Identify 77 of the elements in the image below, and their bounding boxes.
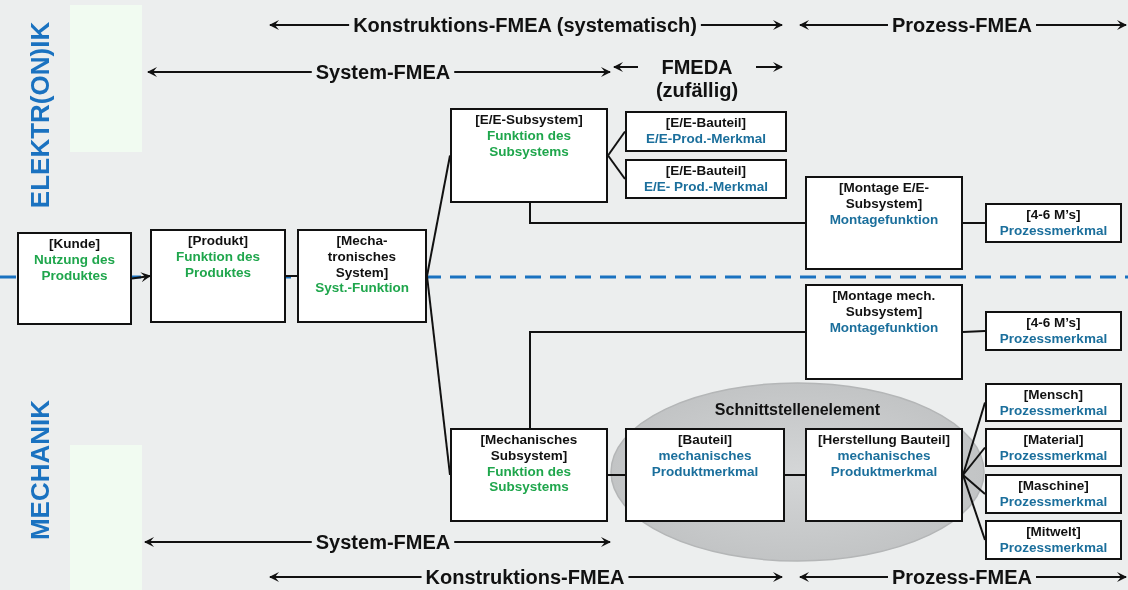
node-function: Prozessmerkmal <box>998 493 1109 510</box>
node-function: Prozessmerkmal <box>998 330 1109 347</box>
node-heading: [Kunde] <box>48 236 101 252</box>
node-heading: [Montage mech. Subsystem] <box>831 288 937 320</box>
scope-label: Prozess-FMEA <box>892 565 1032 589</box>
connector-line <box>962 474 986 541</box>
node-heading: [Mitwelt] <box>1025 524 1082 540</box>
section-label: ELEKTR(ON)IK <box>24 21 56 209</box>
scope-label: System-FMEA <box>315 530 451 554</box>
process-box <box>985 203 1122 243</box>
scope-label: Konstruktions-FMEA <box>425 565 625 589</box>
node-function: Prozessmerkmal <box>998 222 1109 239</box>
node-heading: [Mecha- tronisches System] <box>326 233 398 281</box>
node-heading: [Material] <box>1022 432 1085 448</box>
process-box <box>150 229 286 323</box>
connector-line <box>426 275 451 476</box>
node-heading: [Montage E/E-Subsystem] <box>838 180 930 212</box>
scope-label: FMEDA (zufällig) <box>654 56 740 102</box>
node-function: Prozessmerkmal <box>998 447 1109 464</box>
node-function: Montagefunktion <box>828 211 940 228</box>
node-function: mechanisches Produktmerkmal <box>650 447 760 480</box>
process-box <box>625 428 785 522</box>
process-box <box>985 520 1122 560</box>
node-function: Prozessmerkmal <box>998 402 1109 419</box>
process-box <box>805 428 963 522</box>
process-box <box>985 428 1122 467</box>
process-box <box>985 311 1122 351</box>
node-heading: [4-6 M’s] <box>1025 315 1082 331</box>
process-box <box>297 229 427 323</box>
process-box <box>625 111 787 152</box>
process-box <box>805 284 963 380</box>
node-function: Funktion des Subsystems <box>486 463 572 496</box>
connector-line <box>962 330 986 333</box>
node-function: Funktion des Produktes <box>175 248 261 281</box>
node-heading: [Produkt] <box>187 233 249 249</box>
process-box <box>805 176 963 270</box>
process-box <box>985 474 1122 514</box>
connector-line <box>962 401 986 476</box>
scope-label: System-FMEA <box>315 60 451 84</box>
process-box <box>450 108 608 203</box>
scope-label: Konstruktions-FMEA (systematisch) <box>353 13 697 37</box>
process-box <box>985 383 1122 422</box>
connector-line <box>529 202 806 224</box>
process-box <box>450 428 608 522</box>
node-heading: [Mensch] <box>1022 387 1085 403</box>
connector-line <box>529 331 806 429</box>
connector-line <box>426 154 451 277</box>
connector-line <box>962 446 986 476</box>
node-heading: [Mechanisches Subsystem] <box>479 432 579 464</box>
node-function: Syst.-Funktion <box>314 280 410 297</box>
node-function: Prozessmerkmal <box>998 539 1109 556</box>
node-function: mechanisches Produktmerkmal <box>829 447 939 480</box>
connector-line <box>131 272 151 283</box>
node-function: Nutzung des Produktes <box>33 251 116 284</box>
node-function: Funktion des Subsystems <box>486 127 572 160</box>
node-function: E/E- Prod.-Merkmal <box>643 178 769 195</box>
node-function: Montagefunktion <box>828 319 940 336</box>
node-heading: [Bauteil] <box>677 432 733 448</box>
node-heading: [E/E-Bauteil] <box>664 115 748 131</box>
node-heading: [E/E-Bauteil] <box>664 163 748 179</box>
connector-line <box>607 474 626 476</box>
node-function: E/E-Prod.-Merkmal <box>645 130 767 147</box>
connector-line <box>962 474 986 495</box>
connector-line <box>285 275 298 277</box>
node-heading: [Maschine] <box>1017 478 1090 494</box>
node-heading: [E/E-Subsystem] <box>474 112 584 128</box>
process-box <box>17 232 132 325</box>
connector-line <box>962 222 986 224</box>
scope-label: Prozess-FMEA <box>892 13 1032 37</box>
ellipse-heading: Schnittstellenelement <box>714 401 881 418</box>
connector-line <box>784 474 806 476</box>
node-heading: [Herstellung Bauteil] <box>817 432 951 448</box>
node-heading: [4-6 M’s] <box>1025 207 1082 223</box>
connector-line <box>607 130 626 157</box>
connector-line <box>607 154 626 180</box>
process-box <box>625 159 787 199</box>
section-label: MECHANIK <box>24 399 56 541</box>
